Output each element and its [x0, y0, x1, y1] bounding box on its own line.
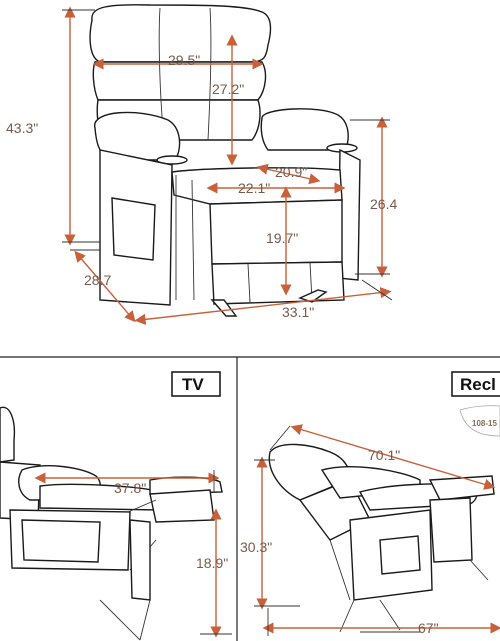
dim-depth: 28.7	[84, 272, 111, 288]
recline-label-box	[451, 371, 500, 397]
tv-label: TV	[182, 375, 204, 394]
recline-angle-note: 108-15	[472, 419, 497, 428]
tv-view-panel: TV 37.8" 18.9"	[0, 371, 232, 641]
dim-seat-height: 19.7"	[266, 230, 298, 246]
dim-width-total: 33.1"	[282, 304, 314, 320]
dim-recline-height: 30.3"	[240, 539, 272, 555]
dim-seat-depth: 20.9"	[275, 164, 307, 180]
dim-tv-footrest-height: 18.9"	[196, 555, 228, 571]
recline-view-panel: Recl 108-15 70.1" 30.3" 67"	[240, 371, 500, 636]
dim-height-total: 43.3"	[6, 120, 38, 136]
dim-back-height: 27.2"	[212, 81, 244, 97]
recline-label: Recl	[460, 375, 496, 394]
dim-recline-depth: 67"	[418, 620, 439, 636]
front-view-dimensions: 43.3" 29.5" 27.2" 20.9" 22.1" 26.4 19.7"…	[6, 6, 397, 325]
tv-label-box	[171, 371, 221, 397]
dim-recline-length: 70.1"	[368, 447, 400, 463]
front-view-chair	[89, 4, 361, 317]
dim-arm-height: 26.4	[370, 196, 397, 212]
dim-tv-length: 37.8"	[114, 480, 146, 496]
dim-width-back: 29.5"	[168, 52, 200, 68]
dim-seat-width: 22.1"	[238, 180, 270, 196]
